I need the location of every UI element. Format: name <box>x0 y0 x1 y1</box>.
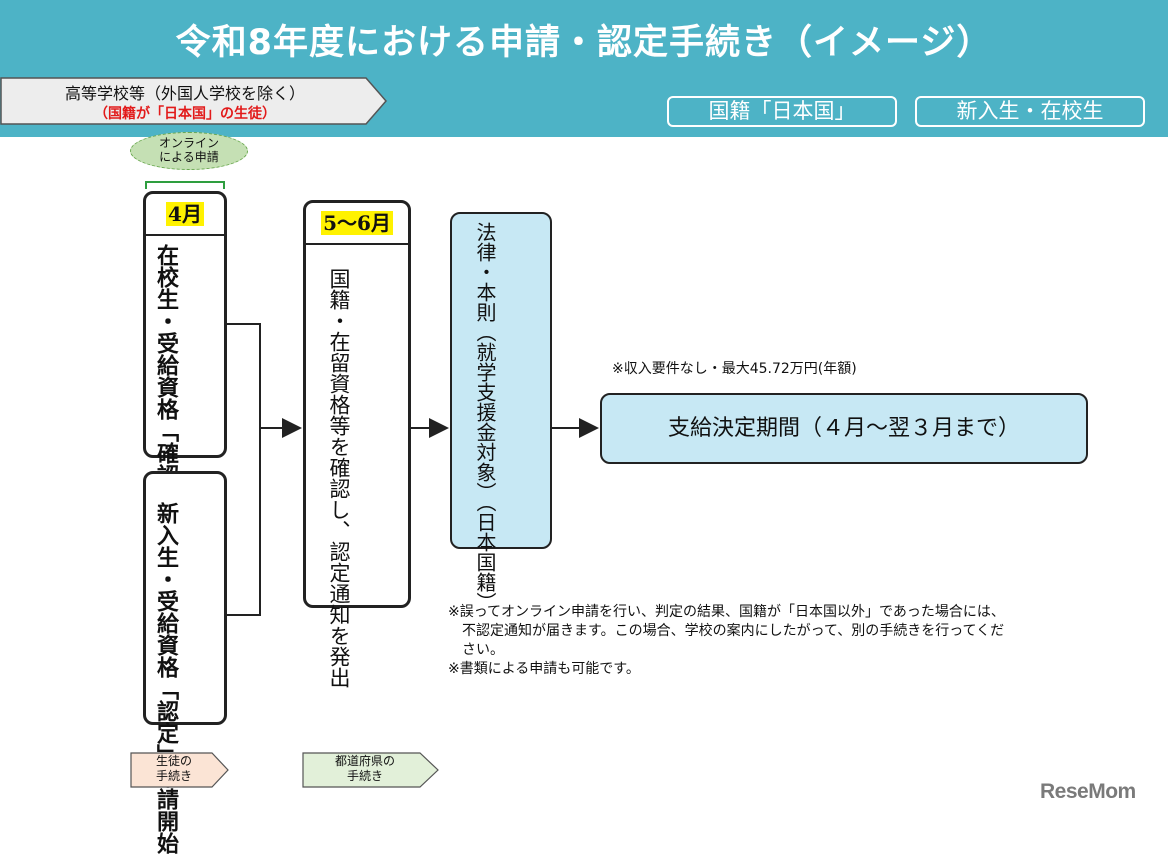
note-line: 不認定通知が届きます。この場合、学校の案内にしたがって、別の手続きを行ってくだ <box>462 623 1005 639</box>
legend-prefecture-label: 都道府県の 手続き <box>302 754 428 784</box>
legend-prefecture-line2: 手続き <box>346 769 383 783</box>
connector-current <box>227 323 261 616</box>
target-tag-arrow <box>0 77 387 125</box>
legend-student-label: 生徒の 手続き <box>130 754 218 784</box>
note-line: さい。 <box>462 642 504 658</box>
nationality-tag: 国籍「日本国」 <box>667 96 897 127</box>
target-tag <box>0 77 388 125</box>
prefecture-text: 国籍・在留資格等を確認し、認定通知を発出 <box>327 268 351 688</box>
legend-student-line1: 生徒の <box>155 754 192 768</box>
note-line: ※書類による申請も可能です。 <box>448 661 640 677</box>
target-label: 高等学校等（外国人学校を除く） <box>64 84 305 103</box>
flow-connectors <box>227 323 599 616</box>
legend-prefecture-arrow <box>302 752 439 788</box>
legend-student-line2: 手続き <box>155 769 192 783</box>
note-line: ※誤ってオンライン申請を行い、判定の結果、国籍が「日本国以外」であった場合には、 <box>448 604 1005 620</box>
online-line2: による申請 <box>159 150 219 164</box>
april-badge: 4月 <box>166 202 204 226</box>
online-line1: オンライン <box>158 136 219 150</box>
legend-prefecture-line1: 都道府県の <box>334 754 395 768</box>
target-nationality-label: （国籍が「日本国」の生徒） <box>94 106 276 122</box>
may-june-header: 5～6月 <box>306 203 408 245</box>
students-tag: 新入生・在校生 <box>915 96 1145 127</box>
online-bracket <box>145 181 225 189</box>
prefecture-box <box>303 200 411 608</box>
notes: ※誤ってオンライン申請を行い、判定の結果、国籍が「日本国以外」であった場合には、… <box>448 603 1138 679</box>
payment-period-box <box>600 393 1088 464</box>
online-application-badge: オンライン による申請 <box>130 132 248 170</box>
income-note: ※収入要件なし・最大45.72万円(年額) <box>612 361 857 377</box>
payment-period-text: 支給決定期間（４月～翌３月まで） <box>667 416 1020 441</box>
new-students-box <box>143 471 227 725</box>
page-title: 令和8年度における申請・認定手続き（イメージ） <box>175 23 993 63</box>
current-students-text: 在校生・受給資格「確認」申請開始 <box>153 244 178 596</box>
law-text: 法律・本則（就学支援金対象）（日本国籍） <box>473 222 497 612</box>
new-students-text: 新入生・受給資格「認定」申請開始 <box>153 502 178 854</box>
resemom-logo: ReseMom <box>1040 780 1136 803</box>
april-header: 4月 <box>146 194 224 236</box>
law-box <box>450 212 552 549</box>
legend-student-arrow <box>130 752 229 788</box>
may-june-badge: 5～6月 <box>321 211 393 235</box>
